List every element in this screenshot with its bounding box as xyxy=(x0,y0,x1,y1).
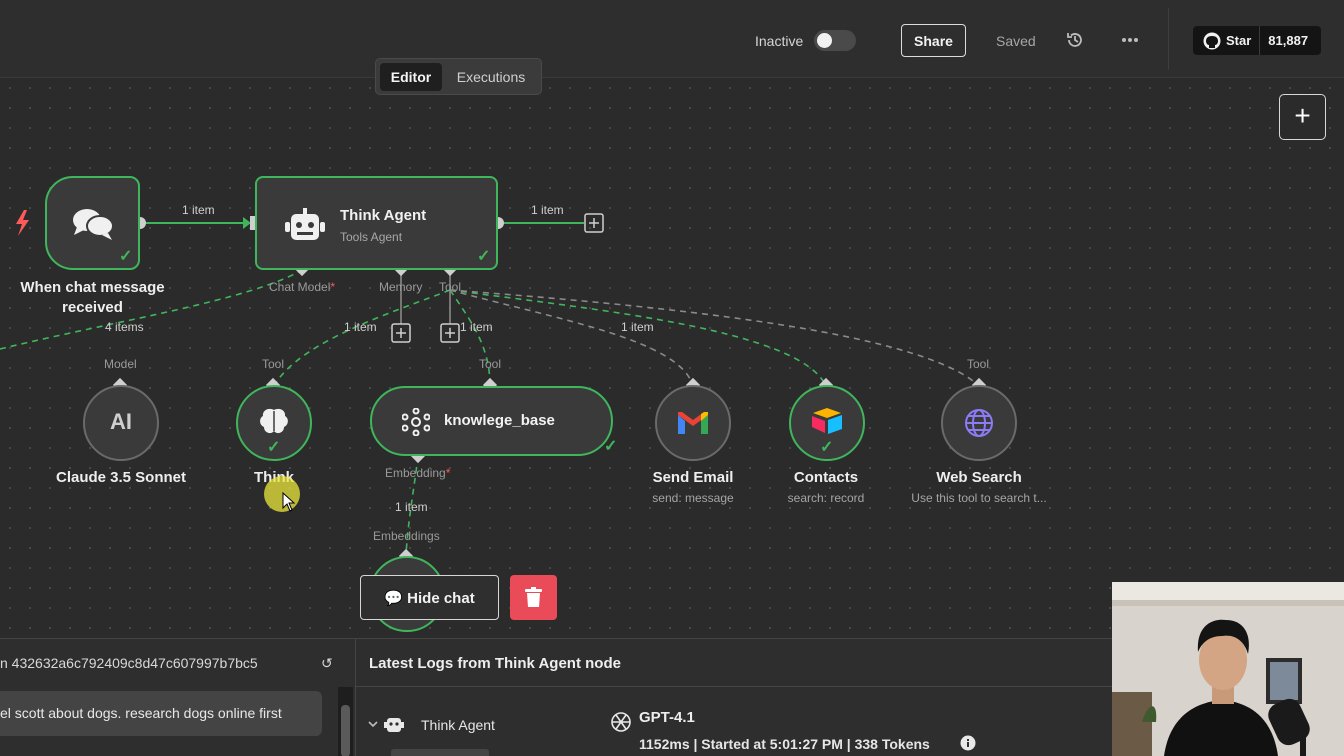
info-icon[interactable] xyxy=(960,735,976,751)
port-web-tool: Tool xyxy=(967,357,990,371)
history-icon[interactable] xyxy=(1066,31,1084,49)
web-search-subtitle: Use this tool to search t... xyxy=(911,491,1047,505)
chat-bubbles-icon xyxy=(73,209,114,240)
tab-executions[interactable]: Executions xyxy=(456,69,526,85)
chat-scrollbar[interactable] xyxy=(338,687,353,756)
wire-label-model: 4 items xyxy=(105,320,144,334)
github-star-label: Star xyxy=(1226,33,1252,48)
success-check-icon: ✓ xyxy=(820,439,834,456)
tab-editor[interactable]: Editor xyxy=(380,63,442,91)
wire-label-agent-out: 1 item xyxy=(531,203,564,217)
wire-label-embedding: 1 item xyxy=(395,500,428,514)
mouse-pointer-icon xyxy=(282,492,296,512)
saved-status: Saved xyxy=(996,33,1036,49)
port-model: Model xyxy=(104,357,137,371)
mode-tabs: Editor Executions xyxy=(375,58,542,95)
kb-title: knowlege_base xyxy=(444,412,555,429)
success-check-icon: ✓ xyxy=(477,248,491,265)
contacts-node[interactable]: ✓ xyxy=(789,385,865,461)
robot-icon xyxy=(384,718,404,732)
active-toggle[interactable] xyxy=(814,30,856,51)
github-star-count: 81,887 xyxy=(1268,33,1309,48)
bottom-panel: n 432632a6c792409c8d47c607997b7bc5 ↺ el … xyxy=(0,638,1112,756)
github-icon xyxy=(1203,32,1221,49)
chat-icon: 💬 xyxy=(384,589,403,607)
wire-think xyxy=(273,289,451,387)
chat-trigger-node[interactable]: ✓ xyxy=(45,176,140,270)
web-search-node[interactable] xyxy=(941,385,1017,461)
log-model-name: GPT-4.1 xyxy=(639,709,695,726)
wire-embedding xyxy=(405,455,419,556)
workflow-canvas[interactable] xyxy=(0,78,1344,638)
webcam-overlay xyxy=(1112,582,1344,756)
success-check-icon: ✓ xyxy=(119,248,133,265)
web-search-label: Web Search xyxy=(936,469,1022,486)
share-button[interactable]: Share xyxy=(901,24,966,57)
port-embeddings: Embeddings xyxy=(373,529,440,543)
refresh-session-icon[interactable]: ↺ xyxy=(321,655,333,671)
send-email-node[interactable] xyxy=(655,385,731,461)
top-header: Inactive Share Saved Star 81,887 xyxy=(0,0,1344,78)
port-kb-tool: Tool xyxy=(479,357,502,371)
robot-icon xyxy=(285,208,325,240)
wire-label-kb: 1 item xyxy=(460,320,493,334)
port-chat-model: Chat Model* xyxy=(269,280,336,294)
contacts-subtitle: search: record xyxy=(787,491,865,505)
agent-title: Think Agent xyxy=(340,207,427,224)
add-node-button[interactable]: + xyxy=(1279,94,1326,140)
wire-label-trigger: 1 item xyxy=(182,203,215,217)
contacts-label: Contacts xyxy=(793,469,859,486)
hide-chat-button[interactable]: 💬 Hide chat xyxy=(360,575,499,620)
wire-contacts xyxy=(449,289,827,387)
trigger-node-label: When chat message received xyxy=(20,279,165,316)
github-star-button[interactable]: Star 81,887 xyxy=(1193,26,1321,55)
anthropic-icon: AI xyxy=(110,409,132,434)
port-memory: Memory xyxy=(379,280,423,294)
port-embedding: Embedding* xyxy=(385,466,451,480)
wire-chat-model xyxy=(0,269,303,350)
presenter-video xyxy=(1112,582,1344,756)
wire-kb xyxy=(449,289,491,387)
claude-label: Claude 3.5 Sonnet xyxy=(55,469,187,486)
send-email-subtitle: send: message xyxy=(652,491,734,505)
agent-subtitle: Tools Agent xyxy=(340,230,403,244)
wire-label-think: 1 item xyxy=(344,320,377,334)
wire-send-email xyxy=(449,289,694,387)
log-row-agent[interactable]: Think Agent xyxy=(421,717,495,733)
port-think-tool: Tool xyxy=(262,357,285,371)
trigger-bolt-icon xyxy=(16,210,29,236)
active-status-label: Inactive xyxy=(755,33,804,49)
delete-button[interactable] xyxy=(510,575,557,620)
cursor-highlight xyxy=(264,476,300,512)
airtable-icon xyxy=(812,408,842,434)
gmail-icon xyxy=(678,412,708,434)
send-email-label: Send Email xyxy=(652,469,734,486)
header-divider xyxy=(1168,8,1169,70)
brain-icon xyxy=(260,408,288,434)
globe-icon xyxy=(965,409,993,437)
vector-store-icon xyxy=(402,408,430,436)
think-tool-node[interactable]: ✓ xyxy=(236,385,312,461)
wire-web-search xyxy=(449,289,980,387)
success-check-icon: ✓ xyxy=(604,438,618,455)
session-id: n 432632a6c792409c8d47c607997b7bc5 xyxy=(0,655,258,671)
panel-divider xyxy=(355,639,356,756)
port-tool: Tool xyxy=(439,280,462,294)
think-agent-node[interactable]: Think Agent Tools Agent ✓ xyxy=(255,176,498,270)
more-options-icon[interactable] xyxy=(1121,31,1139,49)
chat-message: el scott about dogs. research dogs onlin… xyxy=(0,691,322,736)
trash-icon xyxy=(525,587,542,607)
logs-title: Latest Logs from Think Agent node xyxy=(369,655,621,672)
openai-icon xyxy=(611,712,631,732)
wire-label-tools: 1 item xyxy=(621,320,654,334)
knowledge-base-tool-node[interactable]: knowlege_base ✓ xyxy=(370,386,617,456)
hide-chat-label: Hide chat xyxy=(407,589,475,607)
log-meta: 1152ms | Started at 5:01:27 PM | 338 Tok… xyxy=(639,736,930,752)
claude-model-node[interactable]: AI xyxy=(83,385,159,461)
success-check-icon: ✓ xyxy=(267,439,281,456)
chevron-down-icon[interactable] xyxy=(368,719,378,729)
